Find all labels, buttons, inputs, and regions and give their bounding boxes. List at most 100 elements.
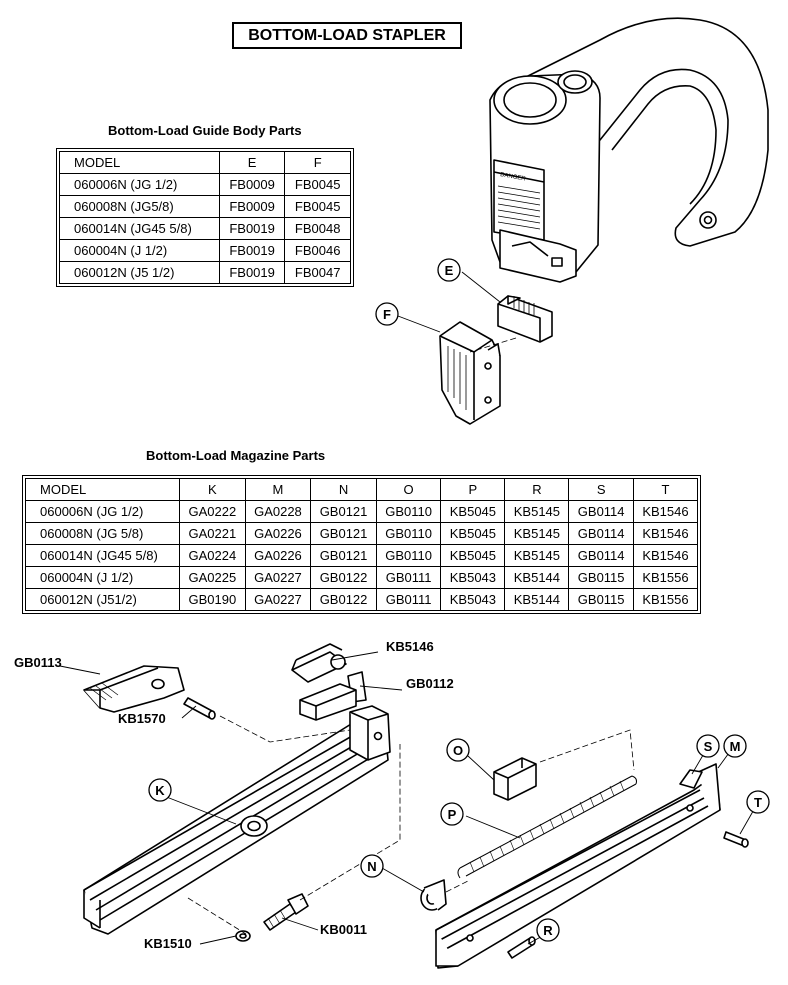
stapler-body-drawing — [489, 17, 769, 283]
part-number-cell: KB5043 — [440, 588, 506, 611]
callout-o: O — [453, 743, 463, 758]
part-number-cell: FB0047 — [284, 261, 351, 284]
part-number-cell: FB0045 — [284, 173, 351, 196]
part-s-drawing — [679, 769, 703, 789]
callout-n-circle — [360, 854, 384, 878]
part-number-cell: FB0009 — [218, 195, 286, 218]
callout-t-circle — [746, 790, 770, 814]
part-gb0113-drawing — [83, 665, 185, 713]
part-number-cell: KB5145 — [504, 544, 570, 567]
part-number-cell: KB1546 — [632, 500, 699, 523]
part-kb1570-drawing — [183, 697, 216, 720]
part-number-cell: KB1556 — [632, 588, 699, 611]
label-gb0113: GB0113 — [14, 655, 62, 670]
callout-k: K — [155, 783, 165, 798]
callout-m: M — [730, 739, 741, 754]
part-kb5146-drawing — [291, 643, 347, 683]
magazine-col-header: R — [504, 478, 570, 501]
part-number-cell: KB5045 — [440, 500, 506, 523]
callout-e: E — [445, 263, 454, 278]
part-number-cell: GB0110 — [375, 500, 442, 523]
push-block-drawing — [299, 683, 357, 721]
part-number-cell: GA0228 — [244, 500, 312, 523]
callout-e-circle — [437, 258, 461, 282]
magazine-heading: Bottom-Load Magazine Parts — [146, 448, 326, 463]
guide-body-heading: Bottom-Load Guide Body Parts — [108, 123, 302, 138]
model-cell: 060004N (J 1/2) — [24, 566, 181, 589]
callout-n: N — [367, 859, 376, 874]
callout-o-circle — [446, 738, 470, 762]
part-number-cell: KB1546 — [632, 522, 699, 545]
part-n-drawing — [420, 879, 447, 911]
label-gb0112: GB0112 — [406, 676, 454, 691]
part-number-cell: KB5043 — [440, 566, 506, 589]
callout-m-circle — [723, 734, 747, 758]
label-kb0011: KB0011 — [320, 922, 367, 937]
part-f-drawing — [439, 321, 501, 425]
part-e-drawing — [497, 295, 553, 343]
part-number-cell: GB0110 — [375, 544, 442, 567]
model-cell: 060006N (JG 1/2) — [59, 173, 220, 196]
part-r-drawing — [507, 936, 536, 959]
part-number-cell: FB0019 — [218, 261, 286, 284]
part-number-cell: KB5144 — [504, 588, 570, 611]
part-m-drawing — [435, 763, 721, 969]
part-number-cell: GB0121 — [310, 500, 377, 523]
part-number-cell: FB0048 — [284, 217, 351, 240]
magazine-col-header: MODEL — [24, 478, 181, 501]
part-number-cell: GB0114 — [568, 500, 634, 523]
part-number-cell: GA0226 — [244, 522, 312, 545]
callout-s-circle — [696, 734, 720, 758]
part-number-cell: GB0121 — [310, 522, 377, 545]
part-number-cell: GB0111 — [375, 588, 442, 611]
part-number-cell: GB0190 — [179, 588, 246, 611]
part-kb0011-drawing — [263, 893, 309, 931]
guide_body-col-header: MODEL — [59, 151, 220, 174]
part-number-cell: FB0045 — [284, 195, 351, 218]
part-number-cell: GB0115 — [568, 566, 634, 589]
callout-p: P — [448, 807, 457, 822]
part-number-cell: GB0121 — [310, 544, 377, 567]
model-cell: 060008N (JG 5/8) — [24, 522, 181, 545]
model-cell: 060014N (JG45 5/8) — [24, 544, 181, 567]
warning-label-text: DANGER — [500, 172, 527, 182]
part-number-cell: FB0019 — [218, 217, 286, 240]
callout-f-circle — [375, 302, 399, 326]
part-gb0112-drawing — [347, 671, 391, 761]
part-number-cell: GA0225 — [179, 566, 246, 589]
callout-p-circle — [440, 802, 464, 826]
part-number-cell: GB0114 — [568, 522, 634, 545]
callout-r-circle — [536, 918, 560, 942]
model-cell: 060012N (J5 1/2) — [59, 261, 220, 284]
part-number-cell: GA0227 — [244, 588, 312, 611]
part-number-cell: KB1556 — [632, 566, 699, 589]
part-number-cell: GA0226 — [244, 544, 312, 567]
callout-r: R — [543, 923, 553, 938]
callout-f: F — [383, 307, 391, 322]
part-t-drawing — [723, 831, 749, 848]
label-kb1510: KB1510 — [144, 936, 192, 951]
part-number-cell: GB0122 — [310, 588, 377, 611]
label-kb1570: KB1570 — [118, 711, 166, 726]
part-number-cell: GB0111 — [375, 566, 442, 589]
part-k-drawing — [83, 715, 389, 935]
part-o-drawing — [493, 757, 537, 801]
callout-t: T — [754, 795, 762, 810]
part-p-drawing — [457, 775, 637, 879]
callout-k-circle — [148, 778, 172, 802]
part-number-cell: GB0122 — [310, 566, 377, 589]
